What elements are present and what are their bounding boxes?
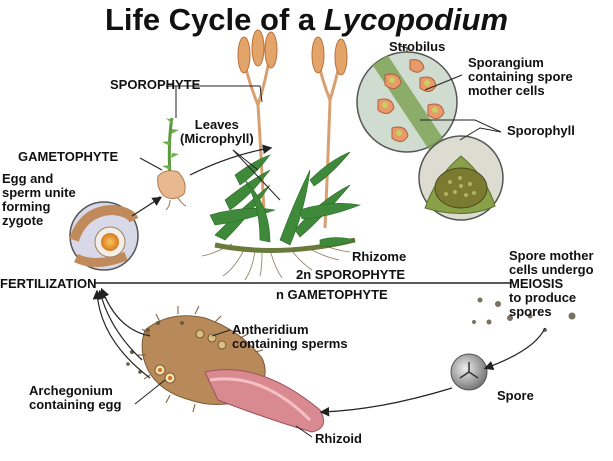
label-meiosis: Spore mother cells undergo MEIOSIS to pr… [509, 249, 594, 319]
sperm-dots [126, 321, 184, 374]
spore-illustration [450, 353, 488, 391]
label-rhizome: Rhizome [352, 249, 407, 264]
label-sporophyte: SPOROPHYTE [110, 77, 201, 92]
label-meiosis-line5: spores [509, 304, 552, 319]
title-italic: Lycopodium [323, 2, 509, 37]
title-main: Life Cycle of a [104, 2, 316, 37]
label-rhizoid: Rhizoid [315, 431, 362, 446]
label-sporangium-line3: mother cells [468, 83, 545, 98]
label-antheridium: Antheridium containing sperms [232, 323, 348, 351]
label-archegonium-line2: containing egg [29, 397, 122, 412]
label-egg-line3: forming [2, 199, 51, 214]
strobilus-inset [356, 51, 458, 155]
label-sporophyll: Sporophyll [507, 123, 575, 138]
leader-lines [134, 45, 502, 438]
spore-dots [472, 297, 576, 332]
label-archegonium-line1: Archegonium [29, 383, 113, 398]
label-sporangium-line2: containing spore [468, 69, 573, 84]
zygote-inset [69, 201, 139, 271]
label-sporangium: Sporangium containing spore mother cells [468, 56, 573, 98]
label-meiosis-line1: Spore mother [509, 248, 594, 263]
label-egg-sperm-unite: Egg and sperm unite forming zygote [2, 172, 76, 228]
label-meiosis-line2: cells undergo [509, 262, 594, 277]
young-sporophyte [149, 117, 187, 211]
label-leaves: Leaves (Microphyll) [180, 118, 254, 146]
label-antheridium-line1: Antheridium [232, 322, 309, 337]
label-strobilus: Strobilus [389, 39, 446, 54]
sporophyll-inset [418, 135, 504, 221]
label-antheridium-line2: containing sperms [232, 336, 348, 351]
label-haploid-generation: n GAMETOPHYTE [276, 287, 388, 302]
label-egg-line4: zygote [2, 213, 44, 228]
label-egg-line1: Egg and [2, 171, 54, 186]
label-diploid-generation: 2n SPOROPHYTE [296, 267, 406, 282]
cycle-arrows [92, 144, 546, 417]
label-spore: Spore [497, 388, 534, 403]
label-egg-line2: sperm unite [2, 185, 76, 200]
label-sporangium-line1: Sporangium [468, 55, 544, 70]
label-meiosis-line3: MEIOSIS [509, 276, 564, 291]
diagram-title: Life Cycle of a Lycopodium [0, 2, 613, 38]
sporophyte-plant [201, 29, 362, 281]
label-leaves-line1: Leaves [194, 117, 239, 132]
label-gametophyte: GAMETOPHYTE [18, 149, 119, 164]
label-meiosis-line4: to produce [509, 290, 577, 305]
label-fertilization: FERTILIZATION [0, 276, 97, 291]
label-leaves-line2: (Microphyll) [180, 131, 254, 146]
gametophyte-prothallus [138, 305, 325, 433]
label-archegonium: Archegonium containing egg [29, 384, 121, 412]
